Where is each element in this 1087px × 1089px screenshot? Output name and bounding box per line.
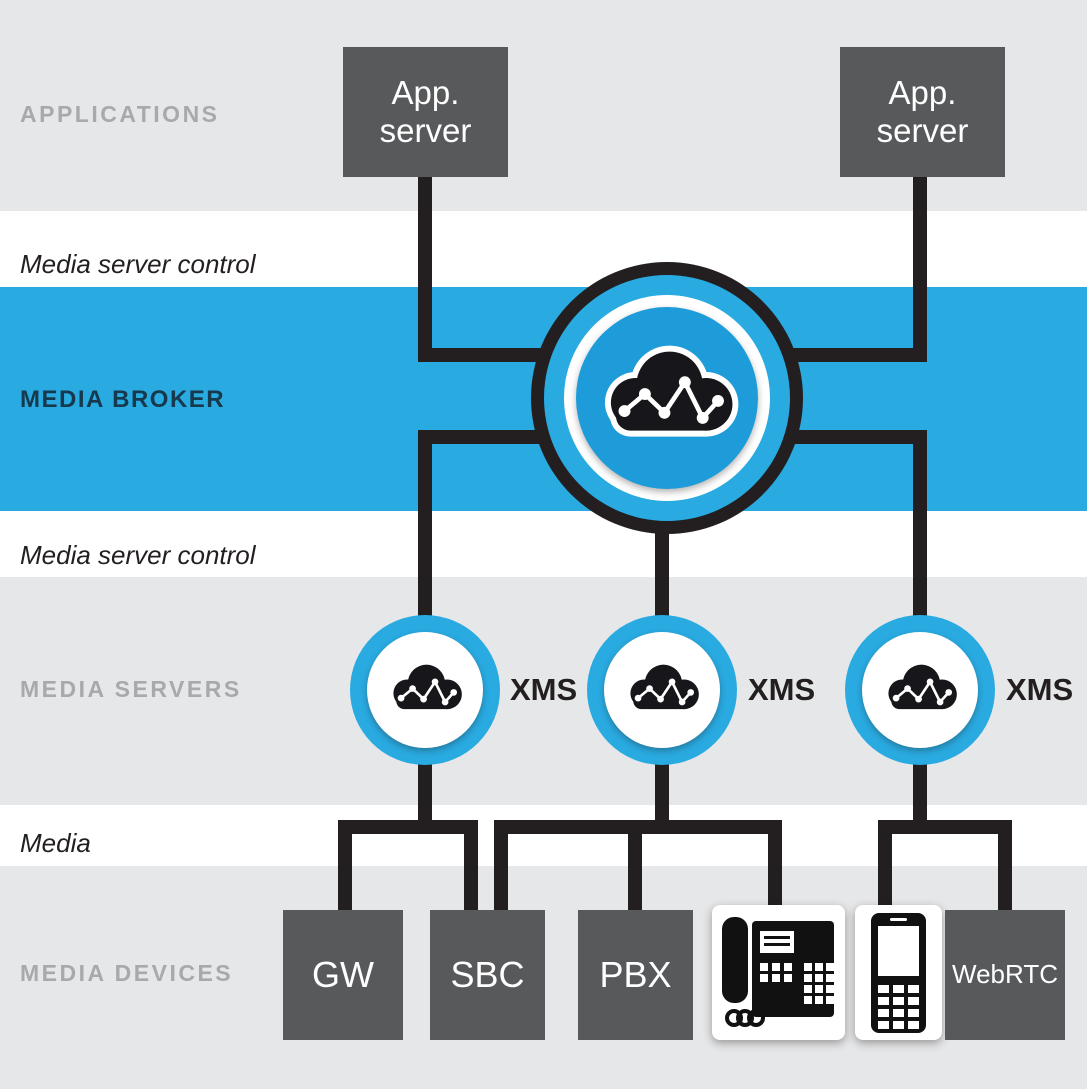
label-media-server-control-bottom: Media server control: [20, 540, 256, 570]
connector-to-webrtc: [998, 820, 1012, 915]
connector-broker-to-xms-right: [913, 430, 927, 622]
mobile-phone-tile: [855, 905, 942, 1040]
connector-xms-right-down: [913, 755, 927, 834]
connector-appserver-right-vertical: [913, 176, 927, 362]
app-server-right-box: App. server: [840, 47, 1005, 177]
connector-broker-to-xms-left: [418, 430, 432, 622]
gw-box: GW: [283, 910, 403, 1040]
xms-middle-label: XMS: [748, 672, 816, 707]
connector-xms-right-bus: [878, 820, 1012, 834]
cloud-network-icon: [872, 657, 968, 724]
cloud-network-icon: [377, 657, 473, 724]
connector-to-gw: [338, 820, 352, 915]
xms-left-label: XMS: [510, 672, 578, 707]
connector-to-sbc-left: [464, 820, 478, 915]
connector-to-mobile-phone: [878, 820, 892, 910]
connector-xms-left-bus: [338, 820, 478, 834]
connector-appserver-left-vertical: [418, 176, 432, 362]
webrtc-box: WebRTC: [945, 910, 1065, 1040]
label-media: Media: [20, 828, 91, 858]
connector-to-desk-phone: [768, 820, 782, 915]
label-media-broker: MEDIA BROKER: [20, 386, 226, 413]
pbx-label: PBX: [599, 954, 672, 996]
app-server-left-box: App. server: [343, 47, 508, 177]
label-applications: APPLICATIONS: [20, 101, 220, 127]
label-media-servers: MEDIA SERVERS: [20, 676, 242, 702]
desk-phone-icon: [722, 917, 834, 1027]
connector-to-sbc-right: [494, 820, 508, 915]
sbc-label: SBC: [450, 954, 525, 996]
mobile-phone-icon: [871, 913, 926, 1033]
webrtc-label: WebRTC: [952, 959, 1058, 990]
xms-right-label: XMS: [1006, 672, 1074, 707]
connector-xms-middle-down: [655, 755, 669, 834]
connector-xms-left-down: [418, 755, 432, 834]
app-server-left-label: App. server: [379, 74, 472, 149]
label-media-server-control-top: Media server control: [20, 249, 256, 279]
pbx-box: PBX: [578, 910, 693, 1040]
cloud-network-icon: [582, 338, 752, 457]
desk-phone-tile: [712, 905, 845, 1040]
cloud-network-icon: [614, 657, 710, 724]
app-server-right-label: App. server: [876, 74, 969, 149]
sbc-box: SBC: [430, 910, 545, 1040]
connector-to-pbx: [628, 820, 642, 915]
gw-label: GW: [312, 954, 374, 996]
label-media-devices: MEDIA DEVICES: [20, 960, 234, 986]
